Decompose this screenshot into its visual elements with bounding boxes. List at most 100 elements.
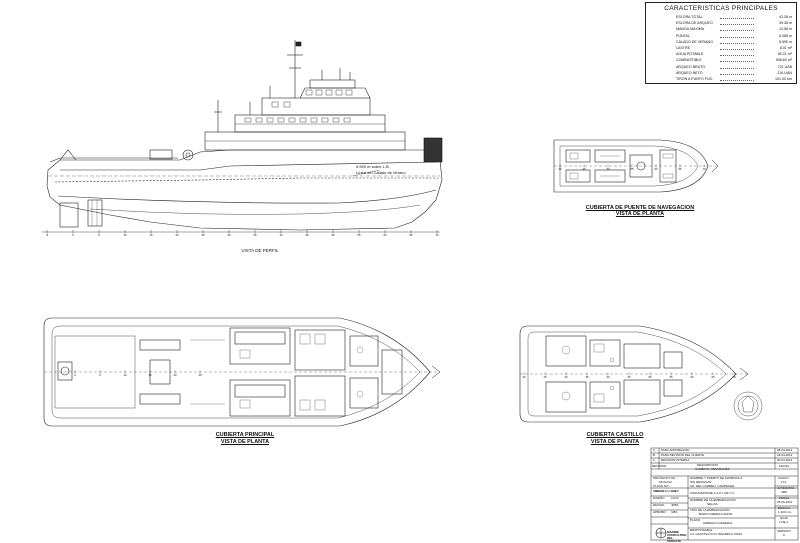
forecastle-deck-plan [519,325,749,423]
main-tick-label: 0 [74,373,76,377]
main-tick-label: 25 [198,373,202,377]
spec-row: LASTRE 8.01 m³ [646,46,796,52]
role-label: REVISO [653,503,665,507]
forecastle-caption-1: CUBIERTA CASTILLO [586,432,644,438]
forecastle-tick-label: 55 [669,375,673,379]
spec-leader [720,18,754,19]
embarcacion-label: NOMBRE DE LA EMBARCACION [690,498,736,502]
spec-row: MANGA MAXIMA 13.58 m [646,27,796,33]
spec-row: AGUA POTABLE 60.21 m³ [646,52,796,58]
profile-tick-label: 5 [98,233,100,237]
profile-tick-label: 55 [357,233,361,237]
spec-label: LASTRE [676,46,690,50]
revision-date: 24-04-2012 [777,453,793,457]
casco-label: CASCO [778,476,789,480]
company-name: MARINE CONSULTING DEL SURESTE [667,530,687,543]
bridge-deck-plan [553,139,719,193]
nombre-puerto-label: NOMBRE Y PUERTO DE MATRICULA: [690,476,743,480]
spec-label: CALADO DE VERANO [676,39,713,44]
rev-header-sub: CAMBIOS / REVISIONES [695,466,730,471]
tipo-value: BARCO REMOLCADOR [699,512,733,516]
spec-leader [720,24,754,26]
categoria-value: ABS [781,490,788,494]
spec-leader [720,36,754,38]
escala-label: ESCALA [778,506,790,510]
plano-label: PLANO NO.: [653,484,671,488]
spec-value: 8.01 m³ [779,46,792,50]
forecastle-tick-label: 20 [522,375,526,379]
profile-tick-label: 10 [123,233,127,237]
profile-tick-label: 0 [72,233,74,237]
proyecto-label: PROYECTO NO.: [653,476,677,480]
profile-tick-label: -5 [45,233,49,237]
role-initials: JFBS [671,503,679,507]
main-tick-label: 10 [123,373,127,377]
forecastle-tick-label: 50 [648,375,652,379]
embarcacion-value: NELIAS [707,502,718,506]
forecastle-caption-2: VISTA DE PLANTA [590,439,640,445]
spec-leader [720,80,754,81]
company-logo [655,527,667,539]
spec-value: 5.590 m [779,39,792,44]
spec-label: MANGA MAXIMA [676,27,705,32]
profile-view [42,40,443,234]
revision-desc: REVISION INTERNA [661,458,690,462]
forecastle-tick-label: 25 [543,375,547,379]
forecastle-tick-label: 65 [711,375,715,379]
official-seal [733,391,763,421]
profile-tick-label: 70 [435,233,439,237]
title-block-grid [650,447,799,541]
role-initials: GBS [671,510,678,514]
spec-leader [720,67,754,69]
profile-tick-label: 25 [201,233,205,237]
bridge-tick-label: 70 [702,167,706,171]
hoja-value: 1 DE 1 [779,520,789,524]
profile-tick-label: 65 [409,233,413,237]
draft-note-2: Línea del Calado de Verano [356,170,406,175]
escala-value: 1:100 mm [778,510,792,514]
role-label: DIBUJO [653,489,665,493]
profile-tick-label: 15 [149,233,153,237]
spec-value: 60.21 m³ [777,52,792,57]
rev-header-date: FECHA [779,464,790,468]
main-caption-1: CUBIERTA PRINCIPAL [215,432,275,438]
spec-leader [720,73,754,75]
main-tick-label: 15 [148,373,152,377]
profile-tick-label: 45 [305,233,309,237]
spec-value: 101.00 ton [775,77,792,81]
fecha-value: 25-06-2012 [777,500,793,504]
spec-value: 13.58 m [779,27,792,32]
version-label: VERSION [777,529,791,533]
bridge-tick-label: 65 [678,167,682,171]
main-tick-label: 5 [99,373,101,377]
spec-label: ARQUEO BRUTO [676,64,706,69]
role-label: DISEÑO [653,496,665,500]
bridge-tick-label: 45 [582,167,586,171]
profile-tick-label: 20 [175,233,179,237]
main-tick-label: 20 [173,373,177,377]
fecha-label: FECHA [779,496,790,500]
bridge-tick-label: 55 [630,167,634,171]
draft-note-1: 5.590 m sobre L.B. [356,164,390,169]
profile-tick-label: 50 [331,233,335,237]
spec-label: TIRON A PUNTO FIJO [676,77,713,81]
spec-label: AGUA POTABLE [676,52,704,57]
spec-value: 39.38 m [779,21,792,26]
forecastle-tick-label: 45 [627,375,631,379]
plano-title-label: PLANO [690,518,701,522]
hoja-label: HOJA [780,516,789,520]
revision-rev: B [653,453,656,457]
spec-value: 508.60 m³ [775,58,792,63]
revision-date: 20-04-2012 [777,458,793,462]
role-label: APROBO [653,510,666,514]
forecastle-tick-label: 70 [732,375,736,379]
version-value: 0 [783,533,785,537]
